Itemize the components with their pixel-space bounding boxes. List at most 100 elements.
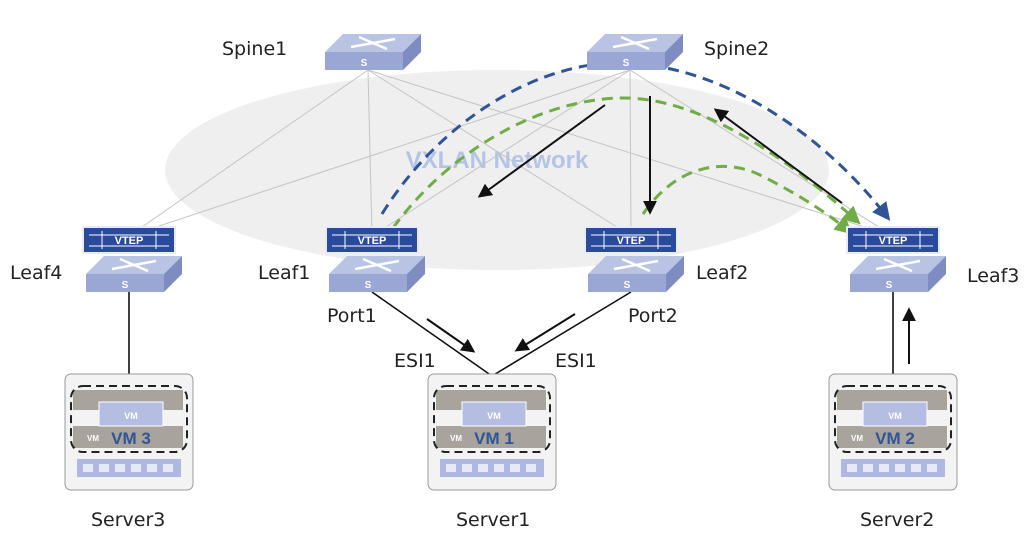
server2-rack-port	[879, 464, 889, 472]
server1-rack-unit	[440, 459, 544, 477]
spine1-label: Spine1	[222, 38, 288, 60]
leaf2-label: Leaf2	[696, 262, 749, 284]
server1-vm-label: VM 1	[474, 429, 514, 448]
server3-vm-label: VM 3	[111, 429, 151, 448]
spine1-switch-arrow-icon	[358, 35, 388, 51]
leaf1-switch: S	[329, 256, 425, 292]
spine2-switch-front	[587, 52, 665, 70]
leaf3-vtep: VTEP	[846, 226, 940, 254]
leaf3-switch-front	[850, 274, 928, 292]
leaf1-switch-arrow-icon	[362, 257, 392, 273]
server2-vm-slab	[837, 426, 947, 448]
server3-rack-unit	[77, 459, 181, 477]
arrow-leaf3-to-spine2	[713, 108, 843, 204]
spine2-switch-arrow-icon	[620, 35, 650, 51]
server1-vm-active	[461, 401, 527, 427]
server2-rack-unit	[841, 459, 945, 477]
server2-label: Server2	[860, 509, 935, 531]
server1-rack-port	[478, 464, 488, 472]
fabric-link-spine1-leaf2	[367, 69, 632, 237]
leaf2-vtep: VTEP	[584, 226, 678, 254]
server1-vm-small-label: VM	[487, 411, 501, 421]
server2-vm-active	[862, 401, 928, 427]
access-links	[128, 291, 894, 377]
server1-label: Server1	[456, 509, 531, 531]
server3-rack-port	[131, 464, 141, 472]
server2-rack-port	[847, 464, 857, 472]
server3-rack-port	[147, 464, 157, 472]
server3-label: Server3	[91, 509, 166, 531]
leaf2-vtep-box	[586, 228, 676, 252]
leaf2-switch-mark: S	[624, 280, 631, 291]
server2-rack-port	[911, 464, 921, 472]
leaf1-switch-front	[329, 274, 407, 292]
fabric-link-spine1-leaf1	[367, 69, 373, 237]
access-link-leaf2-server1	[491, 291, 632, 377]
arrow-leaf1-to-server1	[426, 318, 476, 353]
server2-vm-group-outline	[834, 385, 952, 453]
leaf4-vtep-box	[84, 228, 174, 252]
fabric-link-spine1-leaf4	[128, 69, 369, 237]
leaf2-switch: S	[588, 256, 684, 292]
server2-vm-label: VM 2	[875, 429, 915, 448]
server3-vm-small-label: VM	[124, 411, 138, 421]
server2-rack-port	[927, 464, 937, 472]
server1-vm-slab	[436, 426, 546, 448]
leaf1-vtep-label: VTEP	[358, 235, 387, 247]
leaf4-vtep: VTEP	[82, 226, 176, 254]
green-dashed-flow-2	[641, 165, 853, 235]
server1-rack-port	[446, 464, 456, 472]
fabric-link-spine2-leaf1	[371, 69, 631, 237]
leaf4-label: Leaf4	[10, 262, 63, 284]
leaf4-switch-arrow-icon	[119, 257, 149, 273]
server2-rack-port	[863, 464, 873, 472]
leaf1-switch-mark: S	[365, 280, 372, 291]
server3-vm-active	[98, 401, 164, 427]
leaf2-vtep-label: VTEP	[617, 235, 646, 247]
leaf3-vtep-label: VTEP	[879, 235, 908, 247]
fabric-link-spine2-leaf4	[128, 69, 631, 237]
leaf2-switch-side	[666, 256, 684, 292]
server1-rack-port	[462, 464, 472, 472]
leaf3-switch-mark: S	[886, 280, 893, 291]
leaf4-switch-mark: S	[122, 280, 129, 291]
arrow-leaf2-to-server1	[514, 313, 576, 352]
server3-rack-port	[115, 464, 125, 472]
server3-vm-group-outline	[70, 385, 188, 453]
leaf3-switch-arrow-icon	[883, 257, 913, 273]
green-dashed-flow-1	[391, 96, 861, 229]
leaf4-switch: S	[86, 256, 182, 292]
leaf1-vtep-box	[327, 228, 417, 252]
server1-rack-port	[510, 464, 520, 472]
access-link-leaf1-server1	[371, 291, 493, 377]
leaf1-label: Leaf1	[258, 262, 311, 284]
esi-right-label: ESI1	[555, 350, 597, 372]
server3-rack-port	[163, 464, 173, 472]
server2-vm-small-label: VM	[851, 434, 863, 443]
spine2-switch-side	[665, 34, 683, 70]
esi-left-label: ESI1	[394, 350, 436, 372]
leaf2-switch-front	[588, 274, 666, 292]
spine1-switch-mark: S	[361, 58, 368, 69]
leaf4-vtep-label: VTEP	[115, 235, 144, 247]
spine2-switch: S	[587, 34, 683, 70]
server3-vm-small-label: VM	[87, 434, 99, 443]
leaf4-switch-front	[86, 274, 164, 292]
server3-rack-port	[83, 464, 93, 472]
server2-rack-port	[895, 464, 905, 472]
leaf3-label: Leaf3	[967, 265, 1020, 287]
flow-arrows	[426, 96, 916, 364]
spine1-switch-side	[403, 34, 421, 70]
port2-label: Port2	[628, 305, 678, 327]
leaf3-switch-side	[928, 256, 946, 292]
spine2-label: Spine2	[704, 38, 770, 60]
server1-vm-group-outline	[433, 385, 551, 453]
port1-label: Port1	[327, 305, 377, 327]
spine1-switch: S	[325, 34, 421, 70]
server3-box: VM VM VM 3	[64, 373, 194, 491]
leaf3-vtep-box	[848, 228, 938, 252]
server1-rack-port	[526, 464, 536, 472]
